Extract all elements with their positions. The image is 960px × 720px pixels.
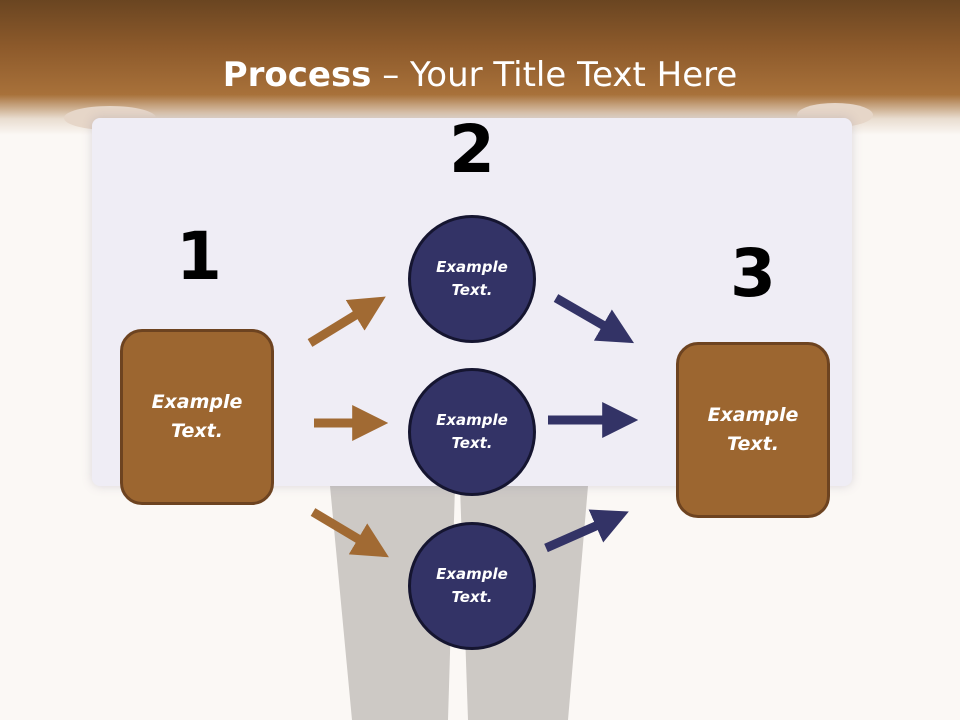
step-1-box: Example Text. [120,329,274,505]
circle-top-text: Example Text. [436,258,508,299]
step-3-text: Example Text. [707,404,799,455]
arrow-1-to-bottom-brown [310,508,389,558]
step-3-box: Example Text. [676,342,830,518]
title-rest: – Your Title Text Here [371,55,738,95]
arrow-top-to-3 [553,294,635,344]
step-2-circle-middle: Example Text. [408,368,536,496]
step-1-text: Example Text. [151,391,243,442]
step-number-2: 2 [449,111,495,188]
step-2-circle-bottom: Example Text. [408,522,536,650]
slide-title: Process – Your Title Text Here [0,52,960,98]
circle-middle-text: Example Text. [436,411,508,452]
circle-bottom-text: Example Text. [436,565,508,606]
arrow-1-to-top [307,296,386,347]
step-number-1: 1 [176,218,222,295]
step-number-3: 3 [730,235,776,312]
title-bold: Process [222,55,372,95]
arrow-bottom-to-3 [544,509,629,553]
step-2-circle-top: Example Text. [408,215,536,343]
